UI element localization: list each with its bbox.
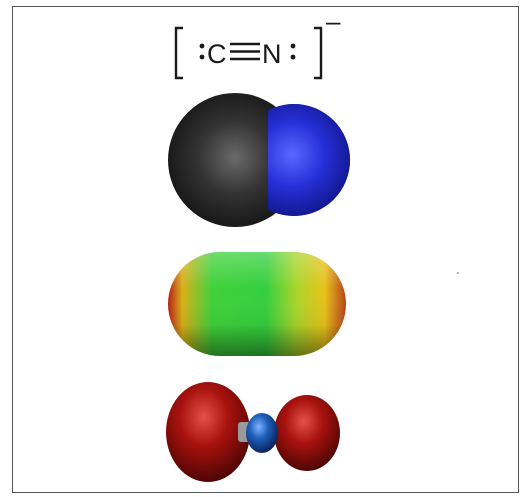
- right-bracket: [314, 26, 323, 80]
- lone-pair-dot: [199, 43, 205, 49]
- atom-carbon-label: C: [207, 39, 227, 69]
- figure-frame: [12, 6, 519, 493]
- lone-pair-dot: [290, 54, 296, 60]
- orbital-lobe-right: [274, 395, 340, 471]
- charge-superscript: –: [326, 6, 341, 36]
- left-bracket: [174, 26, 183, 80]
- nitrogen-sphere-front: [268, 104, 350, 216]
- lewis-structure: C N –: [174, 6, 341, 80]
- molecular-orbital-model: [166, 382, 340, 482]
- electrostatic-potential-model: [168, 252, 346, 356]
- lone-pair-dot: [199, 54, 205, 60]
- lone-pair-dot: [290, 43, 296, 49]
- space-filling-model: [168, 93, 350, 227]
- atom-nitrogen-label: N: [262, 39, 282, 69]
- stray-dot: [457, 272, 459, 274]
- potential-surface-shading: [168, 252, 346, 356]
- orbital-node-center: [246, 413, 278, 453]
- orbital-lobe-left: [166, 382, 250, 482]
